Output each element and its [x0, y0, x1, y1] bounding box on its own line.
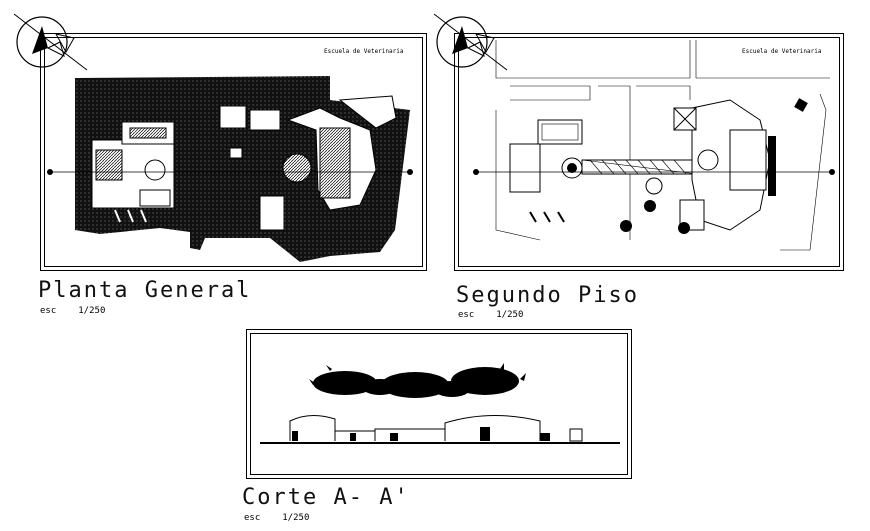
- building-section: [289, 415, 583, 442]
- left-wing: [509, 143, 541, 193]
- corte-sheet: Corte A- A' esc 1/250: [240, 325, 640, 531]
- planta-general-frame: [40, 33, 427, 271]
- tree-canopy: [309, 363, 526, 398]
- scale-prefix: esc: [40, 306, 57, 316]
- north-arrow-icon: [433, 13, 508, 71]
- corte-section: [260, 363, 620, 444]
- segundo-piso-plan: [473, 40, 835, 251]
- segundo-piso-frame: [454, 33, 844, 271]
- corte-title: Corte A- A': [242, 485, 410, 510]
- scale-value: 1/250: [78, 306, 106, 316]
- planta-general-plan: [47, 76, 413, 262]
- planta-general-sheet: Escuela de Veterinaria: [0, 0, 440, 320]
- segundo-piso-inner-frame: [458, 37, 840, 267]
- corte-frame: [246, 329, 632, 479]
- segundo-piso-school-label: Escuela de Veterinaria: [742, 48, 822, 55]
- scale-value: 1/250: [282, 513, 310, 523]
- segundo-piso-sheet: Escuela de Veterinaria: [430, 0, 870, 330]
- scale-prefix: esc: [244, 513, 261, 523]
- planta-general-school-label: Escuela de Veterinaria: [324, 48, 404, 55]
- planta-general-title: Planta General: [38, 278, 252, 303]
- planta-general-inner-frame: [44, 37, 423, 267]
- corte-inner-frame: [250, 333, 628, 475]
- segundo-piso-scale: esc 1/250: [458, 310, 523, 320]
- planta-general-scale: esc 1/250: [40, 306, 105, 316]
- corte-scale: esc 1/250: [244, 513, 309, 523]
- scale-prefix: esc: [458, 310, 475, 320]
- scale-value: 1/250: [496, 310, 524, 320]
- segundo-piso-title: Segundo Piso: [456, 283, 639, 308]
